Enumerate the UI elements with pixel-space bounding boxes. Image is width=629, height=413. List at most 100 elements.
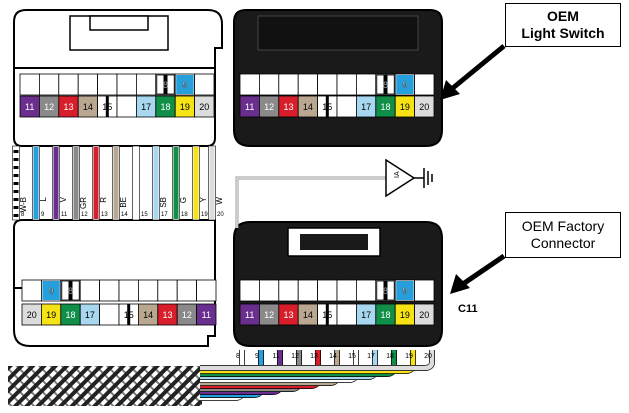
callout-factory-connector-line1: OEM Factory (521, 218, 605, 234)
rb-pin-11: 11 (239, 303, 260, 326)
svg-text:20: 20 (27, 310, 37, 320)
wire-code-sb: SB (159, 197, 168, 208)
wire-v: V11 (52, 145, 68, 221)
wire-code-l: L (39, 196, 48, 201)
wire-pin15: 15 (132, 145, 148, 221)
wire-r: R 13 (92, 145, 108, 221)
lt-pin-11: 11 (19, 95, 40, 118)
svg-text:12: 12 (264, 310, 274, 320)
svg-text:17: 17 (361, 310, 371, 320)
rb-pin-8: 8 (376, 280, 395, 301)
harness-pin-label-20: 20 (424, 353, 432, 360)
svg-text:12: 12 (182, 310, 192, 320)
rb-pin-17: 17 (355, 303, 377, 326)
harness-pin-label-14: 14 (329, 353, 337, 360)
svg-text:18: 18 (65, 310, 75, 320)
rt-pin-13: 13 (278, 95, 299, 118)
svg-text:11: 11 (245, 102, 254, 112)
callout-light-switch-line1: OEM (547, 8, 579, 24)
svg-text:18: 18 (380, 310, 390, 320)
rt-pin-11: 11 (239, 95, 260, 118)
svg-text:14: 14 (303, 102, 313, 112)
rb-pin-18: 18 (375, 303, 396, 326)
arrowhead-factory-connector-icon (450, 274, 470, 294)
harness-pin-label-19: 19 (405, 353, 413, 360)
wire-pin-19: 19 (201, 212, 208, 218)
callout-light-switch-line2: Light Switch (521, 25, 605, 41)
rb-pin-14: 14 (297, 303, 319, 326)
ground-label: IA (394, 171, 401, 178)
svg-text:12: 12 (44, 102, 54, 112)
connector-label: C11 (458, 303, 478, 315)
svg-text:12: 12 (264, 102, 274, 112)
lt-pin-13: 13 (58, 95, 79, 118)
rt-pin-14: 14 (297, 95, 319, 118)
rt-pin-empty (336, 95, 357, 118)
svg-text:8: 8 (68, 286, 73, 296)
svg-text:19: 19 (46, 310, 56, 320)
wire-code-w-b: W-B (19, 197, 28, 212)
lt-pin-14: 14 (77, 95, 98, 118)
rb-pin-9: 9 (396, 281, 414, 300)
arrow-factory-connector (458, 253, 506, 289)
wire-w: W20 (208, 145, 224, 221)
wire-pin-17: 17 (161, 212, 168, 218)
harness-pin-label-17: 17 (367, 353, 375, 360)
rb-pin-13: 13 (278, 303, 299, 326)
rb-pin-12: 12 (258, 303, 280, 326)
lb-pin-17: 17 (79, 303, 100, 326)
svg-text:15: 15 (322, 102, 332, 112)
harness-pin-label-11: 11 (272, 353, 279, 360)
rt-pin-12: 12 (258, 95, 280, 118)
rt-pin-19: 19 (394, 95, 416, 118)
wire-pin-8: 8 (21, 212, 25, 218)
lt-pin-empty (116, 95, 137, 118)
svg-text:9: 9 (402, 286, 407, 296)
svg-text:18: 18 (160, 102, 170, 112)
svg-text:17: 17 (141, 102, 151, 112)
svg-text:20: 20 (419, 102, 429, 112)
wire-code-gr: GR (79, 197, 88, 209)
lt-pin-8: 8 (156, 74, 175, 95)
svg-text:14: 14 (303, 310, 313, 320)
svg-text:19: 19 (400, 310, 410, 320)
callout-light-switch: OEM Light Switch (505, 3, 621, 47)
harness-wire-20: 20 (200, 350, 435, 371)
lt-pin-20: 20 (194, 95, 215, 118)
wire-w-b: W-B8 (12, 145, 28, 221)
lb-pin-13: 13 (157, 303, 178, 326)
wire-pin-13: 13 (101, 212, 108, 218)
wire-code-r: R (99, 197, 108, 203)
svg-text:15: 15 (322, 310, 332, 320)
ground-symbol (385, 158, 416, 198)
arrowhead-light-switch-icon (440, 80, 460, 100)
rb-pin-empty (336, 303, 357, 326)
rt-pin-15: 15 (317, 95, 338, 118)
lb-pin-19: 19 (41, 303, 62, 326)
wire-code-be: BE (119, 197, 128, 208)
harness-pin-label-18: 18 (386, 353, 394, 360)
harness-pin-label-13: 13 (310, 353, 318, 360)
svg-text:18: 18 (380, 102, 390, 112)
svg-text:8: 8 (163, 80, 168, 90)
wire-sb: SB 17 (152, 145, 168, 221)
wire-y: Y19 (192, 145, 208, 221)
svg-text:13: 13 (162, 310, 172, 320)
harness-pin-label-15: 15 (348, 353, 356, 360)
lb-pin-empty (99, 303, 120, 326)
wire-pin-15: 15 (141, 212, 148, 218)
svg-text:20: 20 (419, 310, 429, 320)
svg-text:13: 13 (283, 102, 293, 112)
rt-pin-17: 17 (355, 95, 377, 118)
callout-factory-connector-line2: Connector (530, 235, 596, 251)
callout-factory-connector: OEM Factory Connector (505, 212, 621, 258)
svg-text:11: 11 (202, 310, 211, 320)
lb-pin-12: 12 (176, 303, 197, 326)
harness-pin-label-8: 8 (236, 353, 240, 360)
wire-g: G18 (172, 145, 188, 221)
